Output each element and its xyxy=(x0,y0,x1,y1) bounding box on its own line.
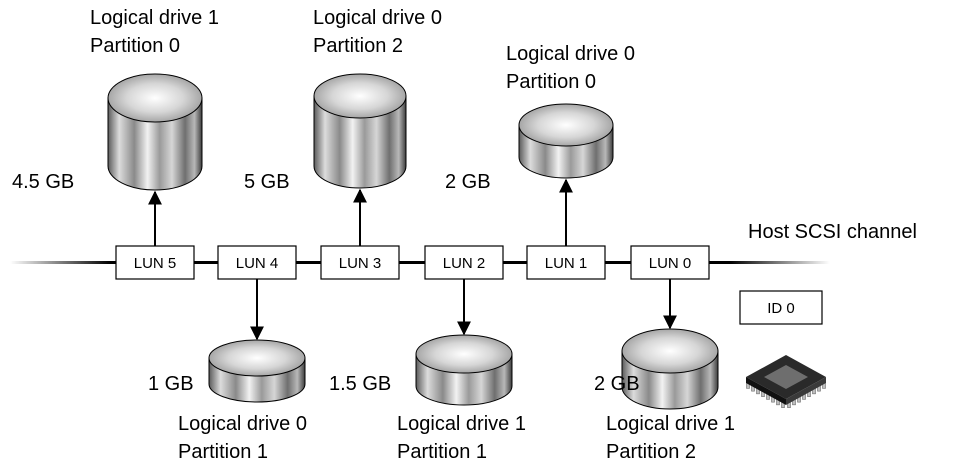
lun-label: LUN 0 xyxy=(649,255,692,272)
lun-label: LUN 4 xyxy=(236,255,279,272)
size-label: 2 GB xyxy=(594,373,640,395)
logical-drive-label: Logical drive 0 xyxy=(178,413,307,435)
lun-label: LUN 2 xyxy=(443,255,486,272)
partition-label: Partition 0 xyxy=(506,71,596,93)
logical-drive-label: Logical drive 1 xyxy=(397,413,526,435)
scsi-bus xyxy=(10,261,830,264)
controller-id-label: ID 0 xyxy=(767,300,795,317)
lun-lun-0: LUN 0 2 GB Logical drive 1 Partition 2 xyxy=(594,245,735,463)
controller-id-box: ID 0 xyxy=(739,290,823,325)
disk-icon xyxy=(107,73,203,191)
logical-drive-label: Logical drive 0 xyxy=(313,7,442,29)
lun-lun-5: LUN 5 4.5 GB Logical drive 1 Partition 0 xyxy=(12,7,219,280)
lun-lun-3: LUN 3 5 GB Logical drive 0 Partition 2 xyxy=(244,7,442,280)
logical-drive-label: Logical drive 1 xyxy=(90,7,219,29)
logical-drive-label: Logical drive 0 xyxy=(506,43,635,65)
lun-box xyxy=(424,245,504,280)
partition-label: Partition 2 xyxy=(313,35,403,57)
partition-label: Partition 1 xyxy=(397,441,487,463)
disk-icon xyxy=(415,334,513,406)
chip-icon xyxy=(746,355,826,408)
lun-box xyxy=(630,245,710,280)
lun-box xyxy=(320,245,400,280)
size-label: 1.5 GB xyxy=(329,373,391,395)
lun-label: LUN 1 xyxy=(545,255,588,272)
lun-label: LUN 3 xyxy=(339,255,382,272)
size-label: 4.5 GB xyxy=(12,171,74,193)
disk-icon xyxy=(518,103,614,179)
disk-icon xyxy=(208,339,306,403)
lun-box xyxy=(526,245,606,280)
channel-label: Host SCSI channel xyxy=(748,221,917,243)
partition-label: Partition 2 xyxy=(606,441,696,463)
logical-drive-label: Logical drive 1 xyxy=(606,413,735,435)
size-label: 5 GB xyxy=(244,171,290,193)
disk-icon xyxy=(313,73,407,189)
partition-label: Partition 1 xyxy=(178,441,268,463)
lun-box xyxy=(115,245,195,280)
lun-label: LUN 5 xyxy=(134,255,177,272)
disk-icon xyxy=(621,328,719,410)
size-label: 2 GB xyxy=(445,171,491,193)
partition-label: Partition 0 xyxy=(90,35,180,57)
size-label: 1 GB xyxy=(148,373,194,395)
lun-lun-4: LUN 4 1 GB Logical drive 0 Partition 1 xyxy=(148,245,307,463)
lun-lun-1: LUN 1 2 GB Logical drive 0 Partition 0 xyxy=(445,43,635,280)
lun-box xyxy=(217,245,297,280)
lun-lun-2: LUN 2 1.5 GB Logical drive 1 Partition 1 xyxy=(329,245,526,463)
